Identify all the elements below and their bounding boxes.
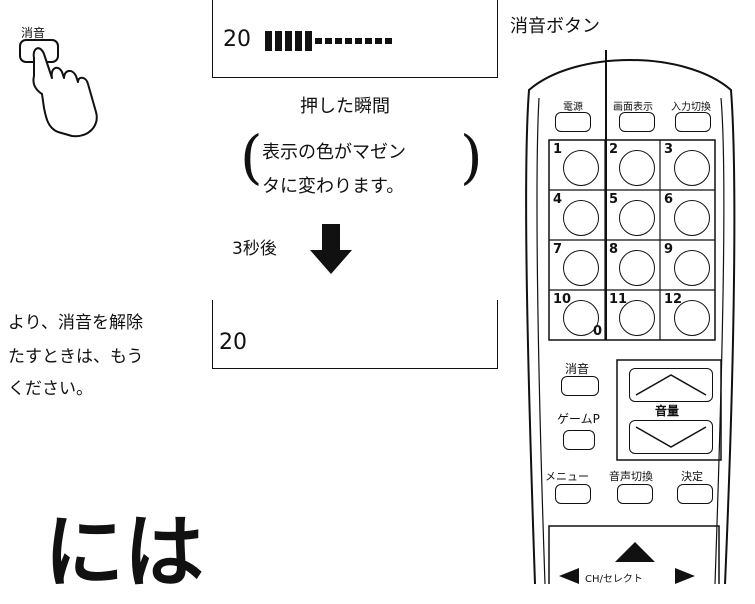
volume-segment-filled — [265, 31, 272, 51]
volume-segment-empty — [355, 38, 362, 44]
number-key-10[interactable] — [563, 300, 599, 336]
number-key-1[interactable] — [563, 150, 599, 186]
display-button[interactable] — [619, 112, 655, 132]
down-arrow-icon — [310, 224, 352, 274]
number-key-9[interactable] — [674, 250, 710, 286]
number-key-3[interactable] — [674, 150, 710, 186]
ch-right-arrow-icon[interactable] — [675, 568, 695, 584]
key-label-9: 9 — [664, 242, 674, 257]
tv-screen-bottom: 20 — [212, 300, 498, 369]
hand-icon — [19, 39, 98, 138]
volume-segment-empty — [365, 38, 372, 44]
key-label-2: 2 — [609, 142, 619, 157]
ch-left-arrow-icon[interactable] — [559, 568, 579, 584]
volume-segment-empty — [375, 38, 382, 44]
volume-value-bottom: 20 — [219, 330, 247, 355]
audio-switch-button[interactable] — [617, 484, 653, 504]
caption-note-line1: 表示の色がマゼン — [262, 142, 406, 163]
enter-button[interactable] — [677, 484, 713, 504]
volume-bar — [265, 31, 392, 51]
volume-segment-empty — [325, 38, 332, 44]
left-text-line1: より、消音を解除 — [8, 313, 143, 333]
tv-screen-top: 20 — [212, 0, 498, 78]
volume-segment-filled — [285, 31, 292, 51]
volume-up-button[interactable] — [629, 368, 713, 402]
left-text-line3: ください。 — [8, 379, 93, 399]
display-label: 画面表示 — [613, 102, 653, 113]
volume-segment-empty — [345, 38, 352, 44]
volume-segment-filled — [305, 31, 312, 51]
key-label-10: 10 — [553, 292, 572, 307]
number-key-4[interactable] — [563, 200, 599, 236]
volume-down-icon — [635, 426, 707, 448]
key-label-4: 4 — [553, 192, 563, 207]
key-label-8: 8 — [609, 242, 619, 257]
hand-press-illustration: 消音 — [18, 20, 128, 140]
mute-button[interactable] — [561, 376, 599, 396]
caption-note-line2: タに変わります。 — [262, 176, 405, 197]
big-heading-text: には — [44, 506, 204, 599]
paren-right: ) — [460, 123, 483, 191]
menu-label: メニュー — [545, 470, 589, 483]
key-label-3: 3 — [664, 142, 674, 157]
mute-label: 消音 — [565, 362, 590, 376]
volume-label: 音量 — [655, 404, 680, 418]
number-key-7[interactable] — [563, 250, 599, 286]
power-label: 電源 — [563, 102, 583, 113]
caption-moment: 押した瞬間 — [300, 96, 390, 117]
volume-down-button[interactable] — [629, 420, 713, 454]
number-key-8[interactable] — [619, 250, 655, 286]
volume-up-icon — [635, 374, 707, 396]
key-label-5: 5 — [609, 192, 619, 207]
input-button[interactable] — [675, 112, 711, 132]
key-label-zero: 0 — [593, 324, 603, 339]
ch-up-arrow-icon[interactable] — [613, 540, 657, 564]
gamep-button[interactable] — [563, 430, 595, 450]
remote-body-outline — [525, 50, 736, 584]
left-text-line2: たすときは、もう — [8, 347, 144, 367]
power-button[interactable] — [555, 112, 591, 132]
enter-label: 決定 — [681, 470, 703, 483]
audio-label: 音声切換 — [609, 470, 653, 483]
key-label-7: 7 — [553, 242, 563, 257]
key-label-6: 6 — [664, 192, 674, 207]
paren-left: ( — [240, 123, 263, 191]
volume-segment-empty — [385, 38, 392, 44]
number-key-11[interactable] — [619, 300, 655, 336]
hand-mute-label: 消音 — [21, 26, 46, 40]
volume-segment-filled — [295, 31, 302, 51]
number-key-12[interactable] — [674, 300, 710, 336]
ch-select-label: CH/セレクト — [585, 574, 643, 585]
number-key-5[interactable] — [619, 200, 655, 236]
volume-segment-empty — [315, 38, 322, 44]
number-key-2[interactable] — [619, 150, 655, 186]
menu-button[interactable] — [555, 484, 591, 504]
volume-segment-filled — [275, 31, 282, 51]
mute-button-callout: 消音ボタン — [510, 16, 600, 37]
caption-after: 3秒後 — [232, 239, 277, 259]
gamep-label: ゲームP — [557, 412, 600, 426]
key-label-1: 1 — [553, 142, 563, 157]
input-label: 入力切換 — [671, 102, 711, 113]
volume-value-top: 20 — [223, 27, 251, 52]
key-label-12: 12 — [664, 292, 683, 307]
volume-segment-empty — [335, 38, 342, 44]
number-key-6[interactable] — [674, 200, 710, 236]
key-label-11: 11 — [609, 292, 628, 307]
